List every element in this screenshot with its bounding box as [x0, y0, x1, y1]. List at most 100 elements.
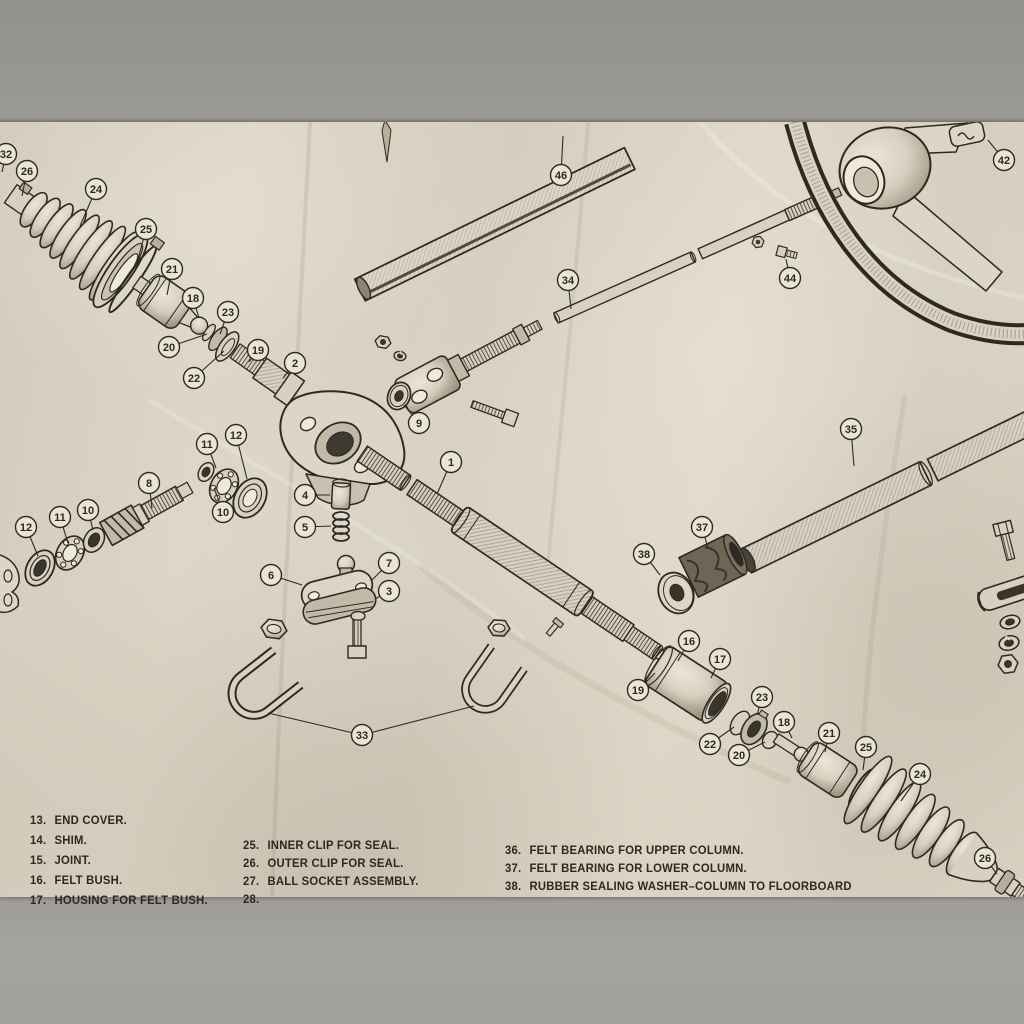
- pinion-shaft-8: [98, 481, 194, 547]
- svg-text:18: 18: [778, 717, 790, 729]
- damper-spring-5: [332, 511, 350, 542]
- callout-34: 34: [556, 268, 580, 292]
- pinch-bolt: [470, 400, 520, 428]
- damper-pad-assembly: [300, 554, 377, 659]
- parts-list-row: 37.FELT BEARING FOR LOWER COLUMN.: [505, 859, 852, 877]
- svg-text:20: 20: [733, 750, 745, 762]
- part-number: 16.: [30, 873, 47, 887]
- part-name: SHIM.: [54, 833, 87, 847]
- part-name: RUBBER SEALING WASHER–COLUMN TO FLOORBOA…: [529, 879, 852, 893]
- callout-12: 12: [224, 423, 248, 447]
- svg-text:2: 2: [292, 358, 298, 370]
- svg-text:21: 21: [823, 728, 835, 740]
- callout-37: 37: [690, 515, 714, 539]
- callout-8: 8: [137, 471, 161, 495]
- u-bolt-right: [461, 643, 528, 714]
- column-cover-channel: [353, 146, 636, 302]
- callout-18: 18: [181, 286, 205, 310]
- yoke-nut: [374, 335, 392, 349]
- part-name: OUTER CLIP FOR SEAL.: [267, 856, 404, 870]
- svg-text:12: 12: [20, 522, 32, 534]
- pinch-bolt-washer-9: [386, 381, 412, 411]
- parts-list-row: 28.: [243, 890, 419, 908]
- part-name: INNER CLIP FOR SEAL.: [267, 838, 400, 852]
- callout-5: 5: [293, 515, 317, 539]
- callout-17: 17: [708, 647, 732, 671]
- part-name: HOUSING FOR FELT BUSH.: [54, 893, 208, 907]
- callout-9: 9: [407, 411, 431, 435]
- callout-20: 20: [727, 743, 751, 767]
- callout-12: 12: [14, 515, 38, 539]
- callout-23: 23: [216, 300, 240, 324]
- parts-list-row: 15. JOINT.: [30, 850, 208, 870]
- svg-text:25: 25: [140, 224, 152, 236]
- callout-25: 25: [854, 735, 878, 759]
- parts-list-left: 13.END COVER.14.SHIM.15.JOINT.16.FELT BU…: [30, 810, 208, 910]
- callout-44: 44: [778, 266, 802, 290]
- u-bolt-left: [227, 646, 304, 720]
- callout-33: 33: [350, 723, 374, 747]
- part-number: 13.: [30, 813, 47, 827]
- callout-42: 42: [992, 148, 1016, 172]
- parts-list-row: 13. END COVER.: [30, 810, 208, 830]
- svg-text:3: 3: [386, 586, 392, 598]
- svg-text:44: 44: [784, 273, 797, 285]
- callout-21: 21: [160, 257, 184, 281]
- retaining-clip: [0, 554, 20, 614]
- part-number: 27.: [243, 874, 260, 888]
- svg-text:12: 12: [230, 430, 242, 442]
- damper-plunger-4: [330, 478, 352, 511]
- part-number: 25.: [243, 838, 260, 852]
- part-name: JOINT.: [54, 853, 91, 867]
- svg-text:23: 23: [222, 307, 234, 319]
- rack-shaft: [356, 445, 675, 667]
- svg-text:4: 4: [302, 490, 309, 502]
- part-number: 38.: [505, 879, 522, 893]
- callout-leader-line: [361, 705, 475, 736]
- svg-text:26: 26: [21, 166, 33, 178]
- callout-23: 23: [750, 685, 774, 709]
- callout-10: 10: [76, 498, 100, 522]
- callout-leader-line: [267, 712, 363, 736]
- part-name: BALL SOCKET ASSEMBLY.: [267, 874, 419, 888]
- part-number: 37.: [505, 861, 522, 875]
- callout-6: 6: [259, 563, 283, 587]
- callout-24: 24: [908, 762, 932, 786]
- callout-26: 26: [973, 846, 997, 870]
- steering-wheel: [784, 122, 1024, 346]
- felt-bearing: [678, 533, 748, 598]
- svg-text:19: 19: [252, 345, 264, 357]
- callout-layer: 3226242521182320221929112111081112104567…: [0, 135, 1016, 875]
- parts-list-row: 27. BALL SOCKET ASSEMBLY.: [243, 872, 419, 890]
- callout-10: 10: [211, 500, 235, 524]
- callout-35: 35: [839, 417, 863, 441]
- svg-text:5: 5: [302, 522, 308, 534]
- svg-text:21: 21: [166, 264, 178, 276]
- svg-text:16: 16: [683, 636, 695, 648]
- callout-19: 19: [246, 338, 270, 362]
- part-number: 14.: [30, 833, 47, 847]
- callout-22: 22: [698, 732, 722, 756]
- callout-16: 16: [677, 629, 701, 653]
- callout-38: 38: [632, 542, 656, 566]
- part-number: 17.: [30, 893, 47, 907]
- floorboard-fasteners: [977, 519, 1024, 674]
- parts-list-row: 14. SHIM.: [30, 830, 208, 850]
- svg-text:10: 10: [217, 507, 229, 519]
- right-ball-joint: [729, 709, 876, 808]
- callout-19: 19: [626, 678, 650, 702]
- part-number: 28.: [243, 892, 260, 906]
- svg-text:17: 17: [714, 654, 726, 666]
- part-number: 15.: [30, 853, 47, 867]
- ball-bearing-11: [54, 535, 86, 571]
- callout-4: 4: [293, 483, 317, 507]
- callout-1: 1: [439, 450, 463, 474]
- part-name: END COVER.: [54, 813, 127, 827]
- callout-2: 2: [283, 351, 307, 375]
- parts-list-row: 17. HOUSING FOR FELT BUSH.: [30, 890, 208, 910]
- callout-32: 32: [0, 142, 18, 166]
- inner-column-shaft: [553, 187, 843, 324]
- svg-text:24: 24: [90, 184, 103, 196]
- svg-text:18: 18: [187, 293, 199, 305]
